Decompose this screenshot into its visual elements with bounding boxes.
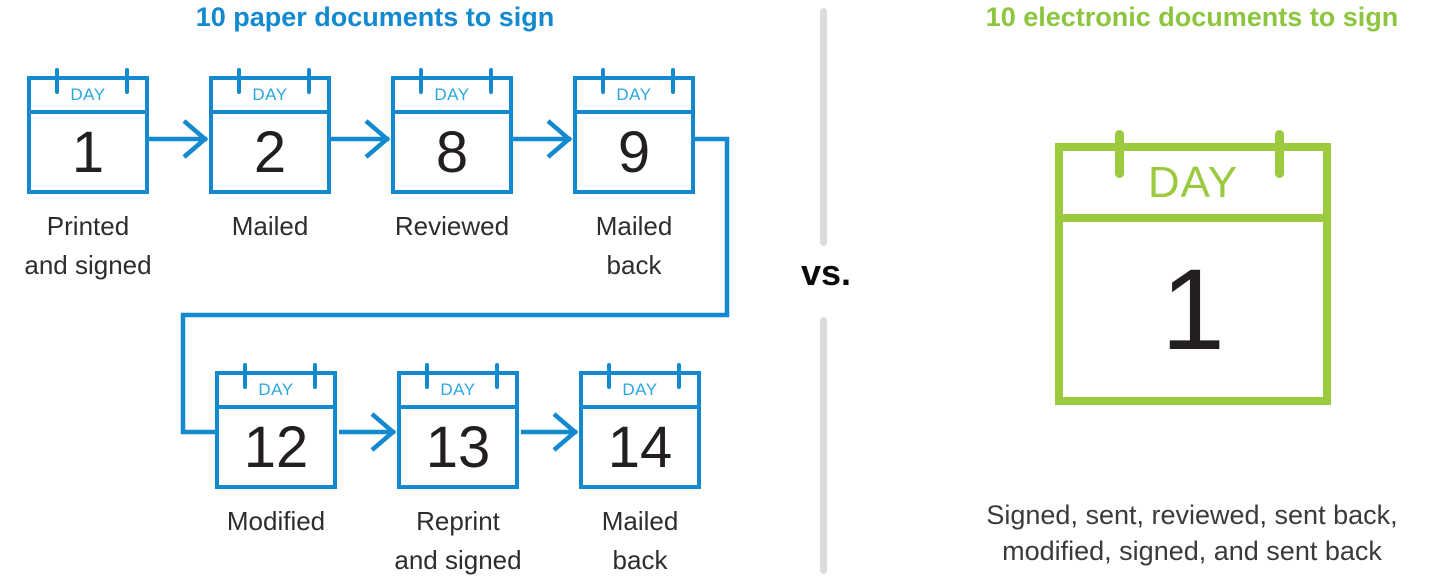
- calendar-day-label: DAY: [395, 80, 509, 114]
- binder-ring-icon: [671, 68, 675, 94]
- arrow-icon: [331, 119, 391, 159]
- calendar-day-number: 2: [253, 119, 287, 185]
- electronic-steps-caption: Signed, sent, reviewed, sent back, modif…: [986, 500, 1398, 566]
- calendar-day-number: 14: [607, 414, 673, 480]
- calendar-icon-day-14: DAY 14: [579, 363, 701, 489]
- calendar-day-label: DAY: [583, 375, 697, 409]
- calendar-icon-day-1: DAY 1: [27, 68, 149, 194]
- binder-ring-icon: [243, 363, 247, 389]
- calendar-day-number: 13: [425, 414, 491, 480]
- binder-ring-icon: [1275, 130, 1284, 178]
- calendar-day-number: 1: [1161, 245, 1225, 374]
- calendar-day-number: 12: [243, 414, 309, 480]
- binder-ring-icon: [313, 363, 317, 389]
- calendar-day-number: 9: [617, 119, 651, 185]
- binder-ring-icon: [1115, 130, 1124, 178]
- arrow-icon: [149, 119, 209, 159]
- calendar-icon-day-8: DAY 8: [391, 68, 513, 194]
- calendar-icon-day-9: DAY 9: [573, 68, 695, 194]
- calendar-day-number: 1: [71, 119, 105, 185]
- calendar-day-label: DAY: [401, 375, 515, 409]
- vs-label: vs.: [800, 252, 852, 293]
- calendar-icon-electronic-day-1: DAY 1: [1055, 130, 1331, 405]
- step-label-printed-and-signed: Printed and signed: [24, 211, 152, 280]
- binder-ring-icon: [237, 68, 241, 94]
- binder-ring-icon: [601, 68, 605, 94]
- divider-line: [820, 8, 827, 246]
- calendar-day-label: DAY: [213, 80, 327, 114]
- divider-line: [820, 317, 827, 574]
- connector-line: [180, 136, 730, 435]
- paper-section-title: 10 paper documents to sign: [195, 2, 555, 32]
- step-label-modified: Modified: [226, 506, 326, 536]
- calendar-icon-day-12: DAY 12: [215, 363, 337, 489]
- binder-ring-icon: [125, 68, 129, 94]
- binder-ring-icon: [489, 68, 493, 94]
- arrow-icon: [521, 412, 579, 452]
- binder-ring-icon: [495, 363, 499, 389]
- step-label-mailed: Mailed: [231, 211, 309, 241]
- arrow-icon: [513, 119, 573, 159]
- binder-ring-icon: [55, 68, 59, 94]
- binder-ring-icon: [425, 363, 429, 389]
- step-label-mailed-back-2: Mailed back: [601, 506, 679, 575]
- calendar-icon-day-2: DAY 2: [209, 68, 331, 194]
- electronic-section-title: 10 electronic documents to sign: [985, 2, 1399, 32]
- calendar-day-label: DAY: [577, 80, 691, 114]
- arrow-icon: [339, 412, 397, 452]
- calendar-day-label: DAY: [219, 375, 333, 409]
- step-label-reviewed: Reviewed: [394, 211, 510, 241]
- calendar-icon-day-13: DAY 13: [397, 363, 519, 489]
- binder-ring-icon: [677, 363, 681, 389]
- calendar-day-label: DAY: [31, 80, 145, 114]
- binder-ring-icon: [419, 68, 423, 94]
- step-label-mailed-back: Mailed back: [595, 211, 673, 280]
- binder-ring-icon: [307, 68, 311, 94]
- step-label-reprint-and-signed: Reprint and signed: [394, 506, 522, 575]
- calendar-day-number: 8: [435, 119, 469, 185]
- calendar-day-label: DAY: [1063, 151, 1323, 222]
- binder-ring-icon: [607, 363, 611, 389]
